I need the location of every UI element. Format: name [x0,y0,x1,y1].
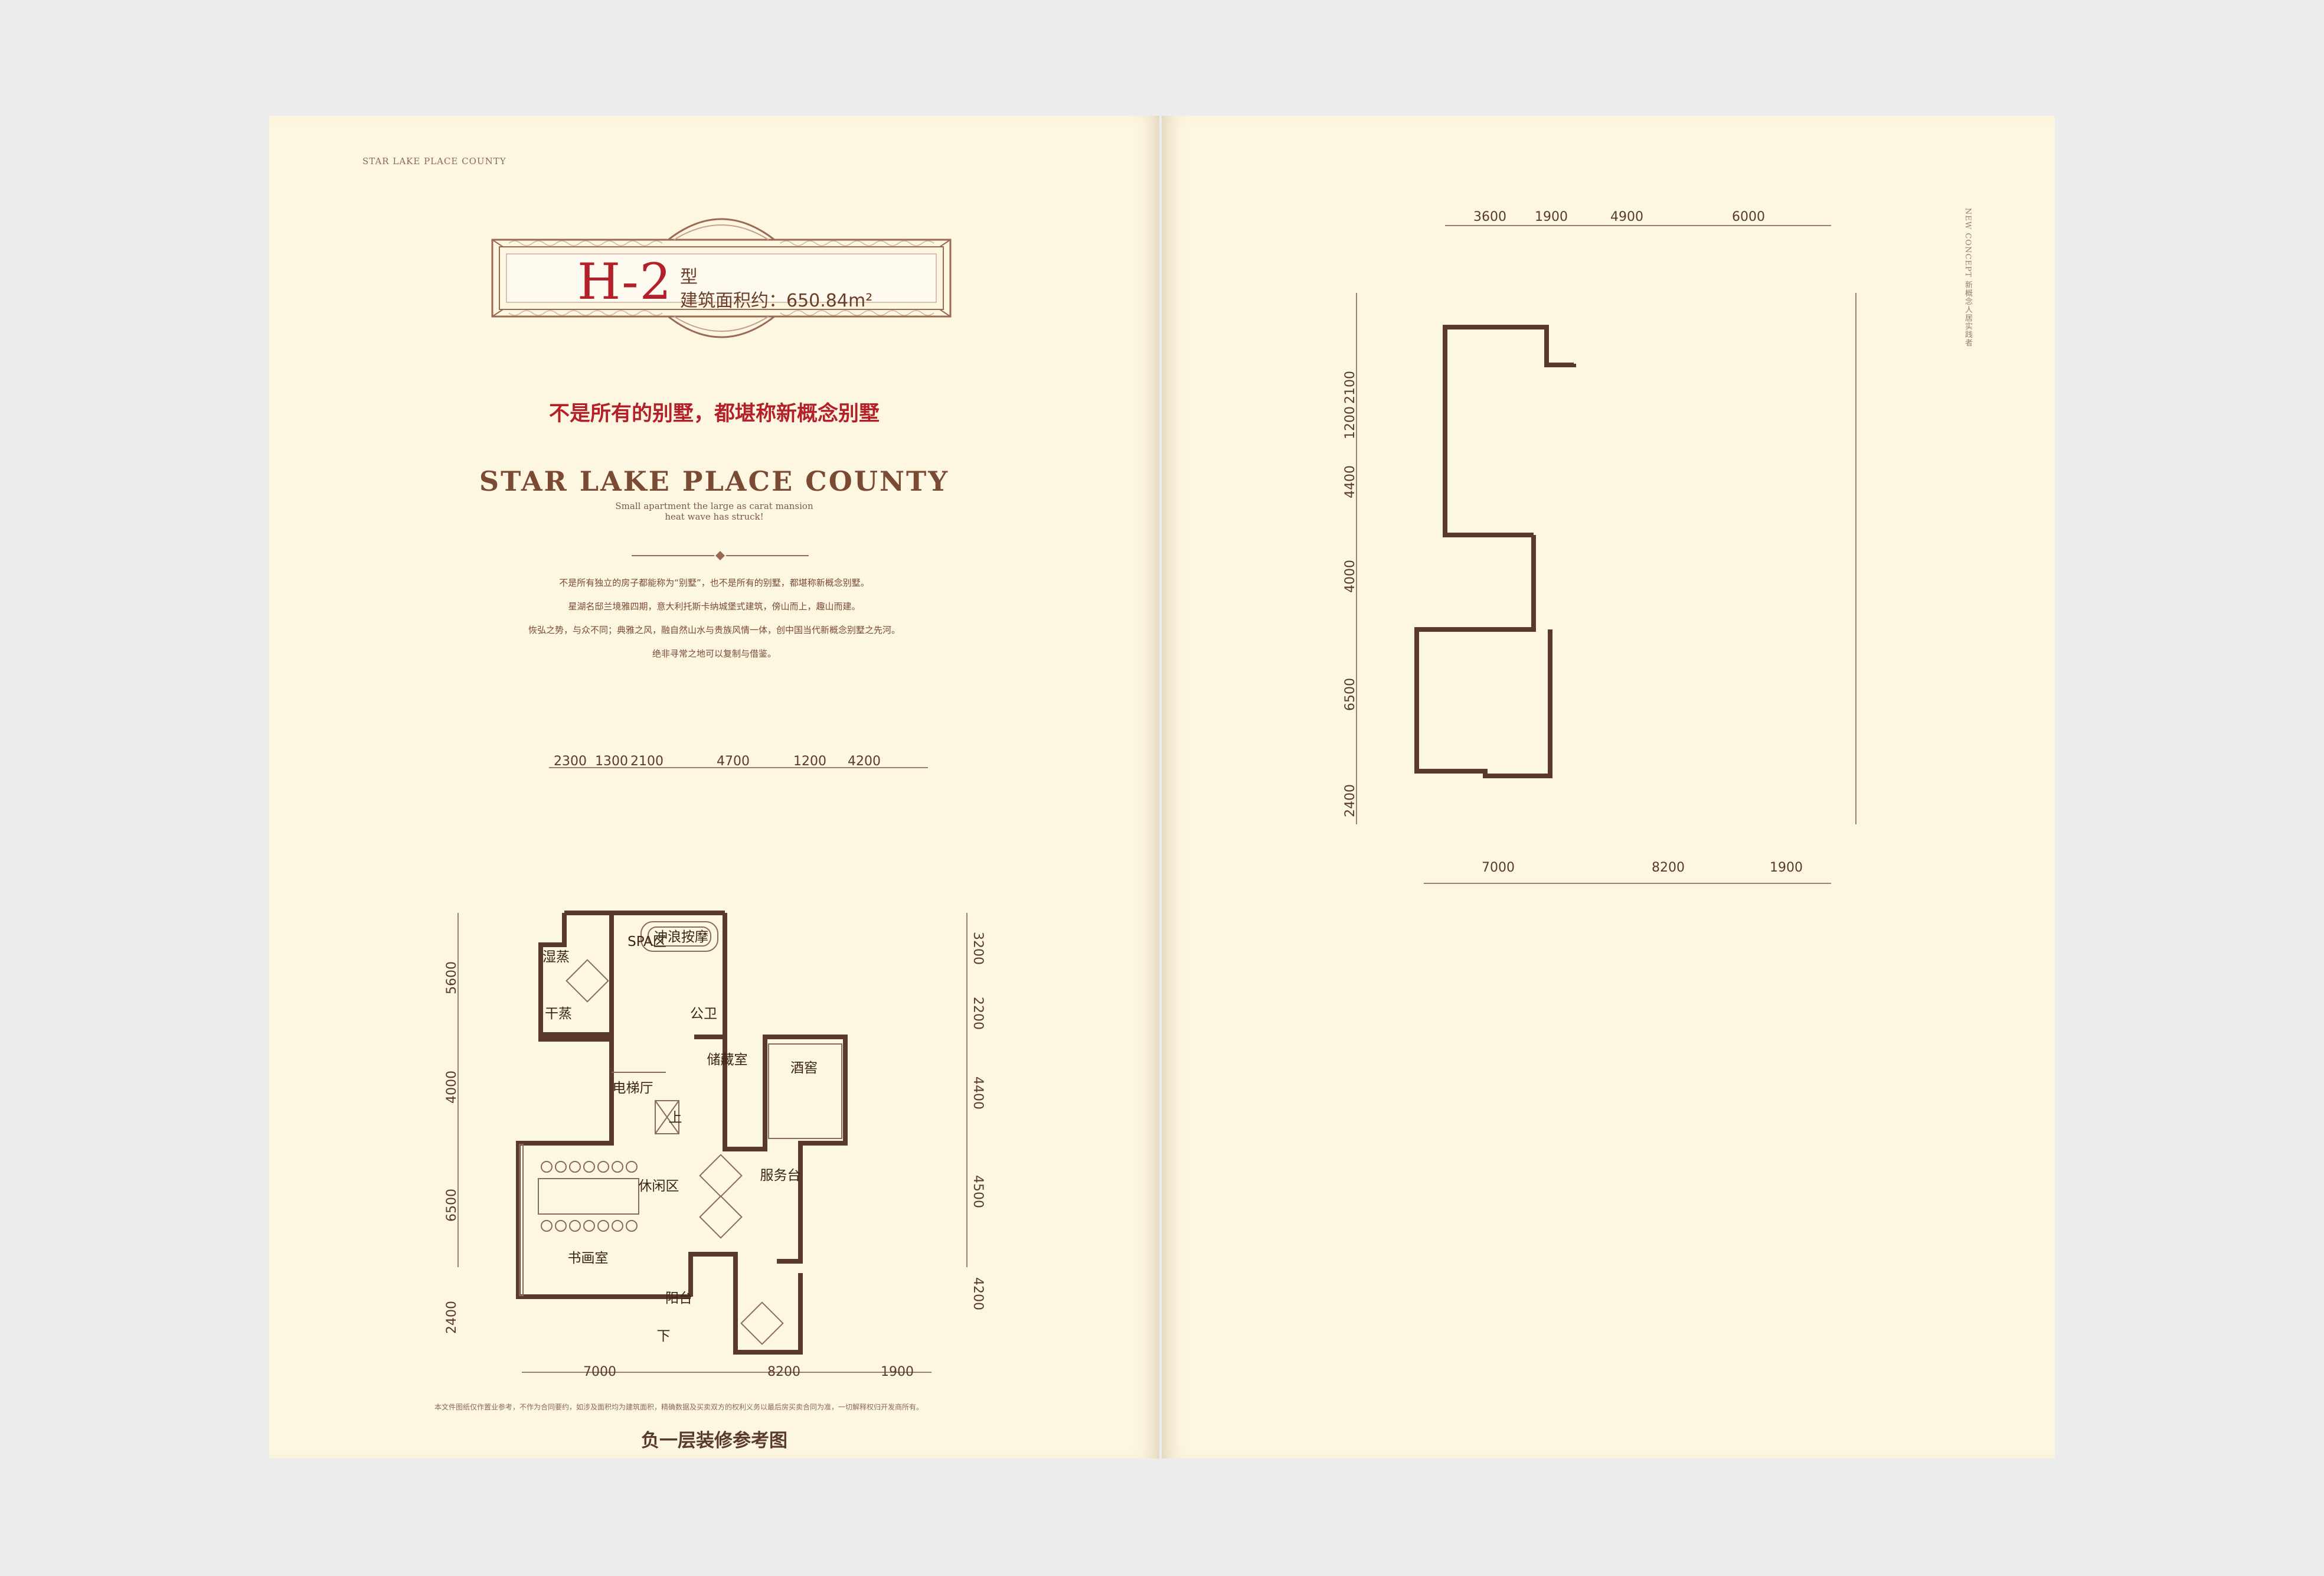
intro-line-1: 不是所有独立的房子都能称为“别墅”，也不是所有的别墅，都堪称新概念别墅。 [559,577,870,588]
dim-top-4: 4700 [717,754,750,769]
dim-left-4: 2400 [444,1301,459,1334]
ff-dim-top-4: 6000 [1732,210,1765,224]
room-wet-sauna: 湿蒸 [542,949,570,965]
dim-right-1: 3200 [970,932,985,965]
dim-left-1: 5600 [444,961,459,994]
ff-dim-left-3: 4400 [1343,465,1358,498]
dim-left-3: 6500 [444,1189,459,1222]
running-head: STAR LAKE PLACE COUNTY [362,156,506,167]
ff-dim-top-2: 1900 [1535,210,1568,224]
room-dry-sauna: 干蒸 [545,1006,572,1022]
footnote: 本文件图纸仅作置业参考，不作为合同要约，如涉及面积均为建筑面积，精确数据及买卖双… [434,1403,924,1411]
room-elevator-hall: 电梯厅 [613,1081,653,1096]
right-page: NEW CONCEPT 新概念人居实践者 3600 1900 4900 6000… [1162,116,2055,1458]
room-lounge: 休闲区 [639,1179,679,1194]
ff-outer-walls [1414,325,1576,778]
room-service-counter: 服务台 [760,1168,801,1183]
dim-bottom-2: 8200 [767,1365,800,1379]
intro-line-2: 星湖名邸兰境雅四期，意大利托斯卡纳城堡式建筑，傍山而上，趣山而建。 [568,601,861,612]
ff-dim-left-6: 2400 [1343,784,1358,817]
brand-subtitle-1: Small apartment the large as carat mansi… [615,501,813,511]
stair-up: 上 [669,1110,682,1125]
dim-right-4: 4500 [970,1175,985,1208]
ff-dim-left-5: 6500 [1343,678,1358,711]
brand-title: STAR LAKE PLACE COUNTY [479,465,950,497]
dim-right-5: 4200 [970,1277,985,1310]
dim-bottom-1: 7000 [583,1365,616,1379]
brand-subtitle-2: heat wave has struck! [665,511,764,522]
dim-top-1: 2300 [554,754,587,769]
room-storage: 储藏室 [707,1052,748,1068]
dimension-lines [457,767,967,1373]
dim-right-2: 2200 [970,997,985,1030]
type-plaque: H-2 型 建筑面积约：650.84m² [491,210,952,387]
intro-line-3: 恢弘之势，与众不同；典雅之风，融自然山水与贵族风情一体，创中国当代新概念别墅之先… [528,625,900,635]
type-label: H-2 [577,253,673,311]
ff-dim-left-2: 1200 [1343,406,1358,439]
basement-plan-title: 负一层装修参考图 [641,1430,787,1451]
ff-dim-bottom-2: 8200 [1652,860,1685,875]
dim-top-5: 1200 [793,754,826,769]
ff-dim-left-1: 2100 [1343,371,1358,404]
dim-left-2: 4000 [444,1071,459,1104]
left-page: STAR LAKE PLACE COUNTY H-2 型 建筑面积约：65 [269,116,1159,1458]
slogan: 不是所有的别墅，都堪称新概念别墅 [548,402,880,426]
room-wine-cellar: 酒窖 [790,1061,818,1076]
dim-top-6: 4200 [848,754,881,769]
dim-top-2: 1300 [595,754,628,769]
plaque-frame [491,218,952,338]
ff-dim-top-1: 3600 [1473,210,1506,224]
intro-line-4: 绝非寻常之地可以复制与借鉴。 [652,648,776,659]
room-study: 书画室 [568,1251,609,1266]
room-spa: SPA区 [627,934,666,949]
dim-bottom-3: 1900 [881,1365,914,1379]
ff-dim-top-3: 4900 [1610,210,1643,224]
ornament-rule [632,551,809,560]
ff-dim-left-4: 4000 [1343,560,1358,593]
basement-floor-plan: 2300 1300 2100 4700 1200 4200 7000 8200 … [444,754,985,1379]
ff-dim-bottom-1: 7000 [1482,860,1515,875]
vertical-note: NEW CONCEPT 新概念人居实践者 [1963,208,1972,347]
outer-walls [516,911,848,1355]
type-suffix: 型 [680,267,698,288]
room-balcony: 阳台 [665,1291,692,1306]
ff-dim-bottom-3: 1900 [1770,860,1803,875]
stair-down: 下 [657,1329,671,1344]
area-label: 建筑面积约：650.84m² [680,291,873,311]
first-floor-plan: 3600 1900 4900 6000 7000 8200 1900 2100 … [1343,210,1856,884]
room-public-wc: 公卫 [690,1006,717,1022]
dim-right-3: 4400 [970,1076,985,1110]
room-surf-massage: 冲浪按摩 [654,929,708,945]
dim-top-3: 2100 [630,754,663,769]
